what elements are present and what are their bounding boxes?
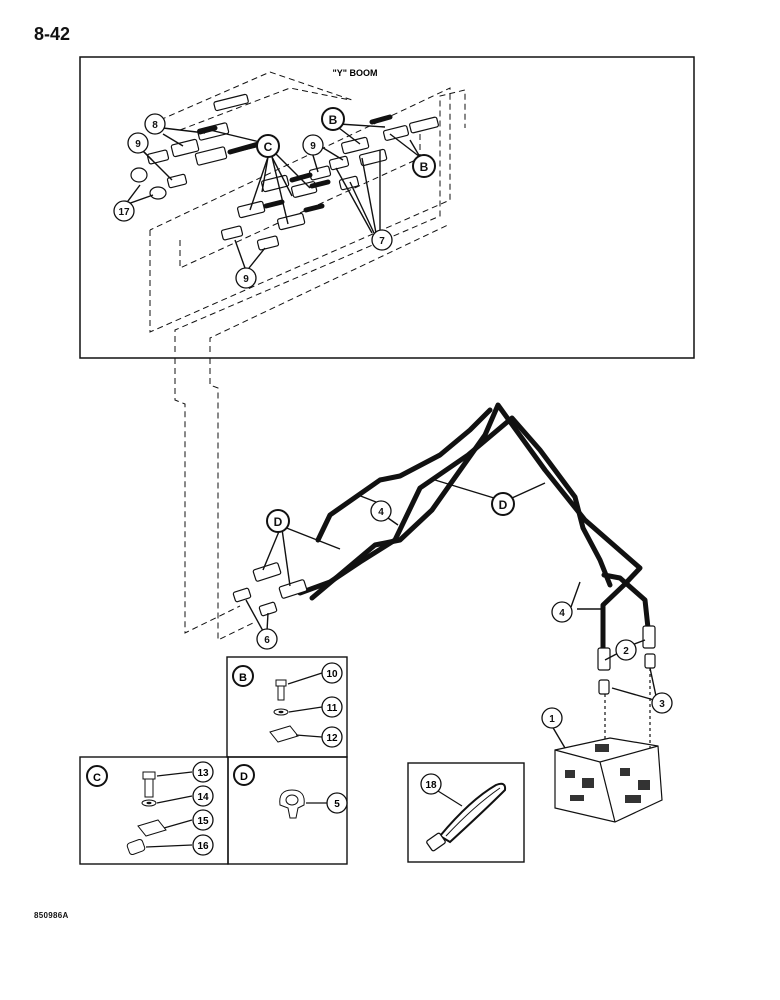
callout-13-text: 13 — [197, 768, 209, 779]
callout-D-hose-text: D — [274, 515, 283, 529]
callout-6 — [256, 628, 278, 650]
boom-label: "Y" BOOM — [332, 68, 377, 78]
callout-4-text: 4 — [378, 507, 384, 518]
callout-6-text: 6 — [264, 635, 270, 646]
callout-12-text: 12 — [326, 733, 338, 744]
callout-9 — [127, 132, 149, 154]
page-number: 8-42 — [34, 24, 71, 44]
connector-lines — [174, 358, 256, 641]
callout-8 — [144, 113, 166, 135]
callout-14-text: 14 — [197, 792, 209, 803]
callout-4-b — [551, 601, 573, 623]
hose-callouts — [256, 492, 673, 729]
control-valve — [554, 668, 663, 823]
callout-B-text: B — [329, 113, 338, 127]
callout-7 — [371, 229, 393, 251]
callout-9-c — [235, 267, 257, 289]
callout-11-text: 11 — [327, 703, 338, 714]
callout-9-c-text: 9 — [243, 274, 249, 285]
callout-18-text: 18 — [425, 780, 437, 791]
callout-D-hose-2-text: D — [499, 498, 508, 512]
detail-D-badge — [233, 764, 255, 786]
callout-10-text: 10 — [326, 669, 338, 680]
y-boom-panel: "Y" BOOM — [79, 56, 695, 359]
figure-code: 850986A — [34, 911, 69, 920]
boom-outline — [149, 71, 466, 352]
callout-5-text: 5 — [334, 799, 340, 810]
callout-15-text: 15 — [197, 816, 209, 827]
detail-C-badge — [86, 765, 108, 787]
callout-C — [256, 134, 280, 158]
detail-box-C: C 13 14 15 16 — [79, 756, 229, 865]
callout-1-text: 1 — [549, 714, 555, 725]
hose-leaders — [245, 479, 657, 749]
callout-D-hose — [266, 509, 290, 533]
callout-7-text: 7 — [379, 236, 385, 247]
detail-B-badge — [232, 665, 254, 687]
callout-17 — [113, 200, 135, 222]
callout-1 — [541, 707, 563, 729]
callout-2 — [615, 639, 637, 661]
detail-box-18: 18 — [407, 762, 525, 863]
callout-16-text: 16 — [197, 841, 209, 852]
callout-9-text: 9 — [135, 139, 141, 150]
detail-box-D: D 5 — [227, 756, 348, 865]
callout-D-hose-2 — [491, 492, 515, 516]
hose-fittings — [232, 562, 656, 695]
boom-fittings — [130, 93, 439, 251]
callout-17-text: 17 — [118, 207, 130, 218]
callout-C-text: C — [264, 140, 273, 154]
callout-9-b-text: 9 — [310, 141, 316, 152]
callout-3 — [651, 692, 673, 714]
callout-8-text: 8 — [152, 120, 158, 131]
callout-4 — [370, 500, 392, 522]
hydraulic-hoses — [297, 402, 651, 653]
detail-D-badge-text: D — [240, 771, 248, 783]
detail-B-badge-text: B — [239, 672, 247, 684]
callout-B-2 — [412, 154, 436, 178]
callout-B — [321, 107, 345, 131]
detail-box-B: B 10 11 12 — [226, 656, 348, 758]
boom-callouts — [113, 107, 436, 289]
detail-C-badge-text: C — [93, 772, 101, 784]
callout-3-text: 3 — [659, 699, 665, 710]
callout-B-2-text: B — [420, 160, 429, 174]
callout-2-text: 2 — [623, 646, 629, 657]
boom-leaders — [124, 123, 421, 269]
callout-4-b-text: 4 — [559, 608, 565, 619]
callout-9-b — [302, 134, 324, 156]
